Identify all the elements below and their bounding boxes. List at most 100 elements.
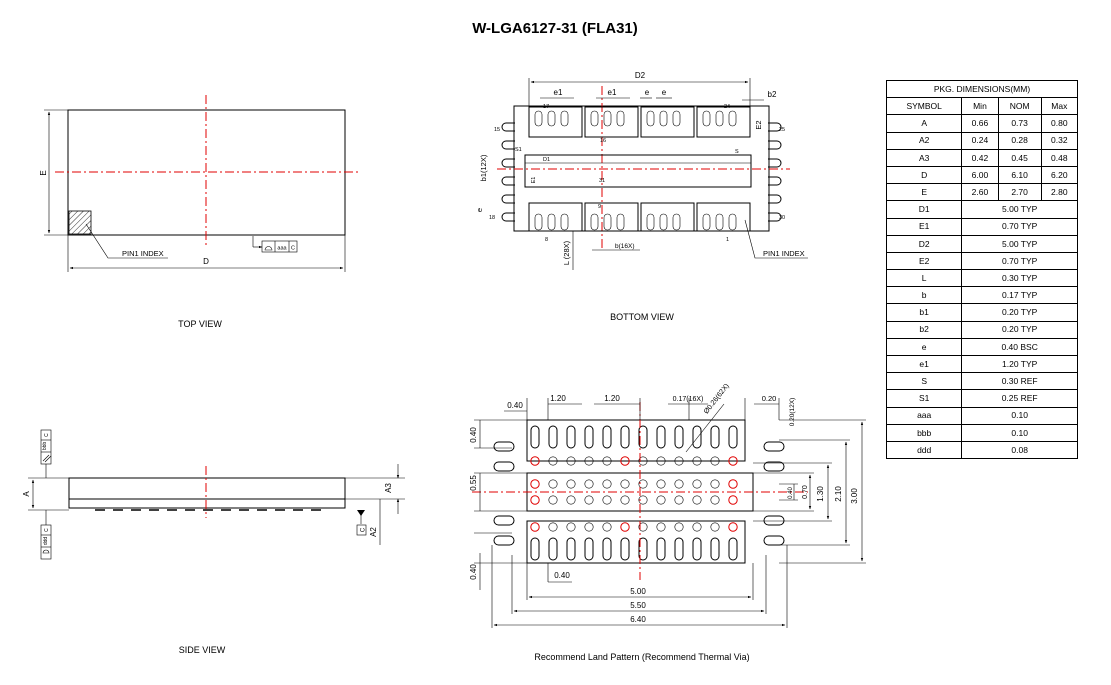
table-cell-symbol: e xyxy=(885,337,963,357)
top-fcf-box xyxy=(261,240,298,253)
svg-text:b2: b2 xyxy=(768,90,777,99)
svg-text:e: e xyxy=(475,208,484,212)
side-land-pad xyxy=(493,461,515,472)
svg-text:0.40: 0.40 xyxy=(788,487,794,499)
land-pad xyxy=(530,425,540,449)
datum-c-box xyxy=(356,524,367,536)
land-pad xyxy=(548,425,558,449)
table-cell-symbol: L xyxy=(885,269,963,288)
table-cell-value: 0.32 xyxy=(1040,131,1079,150)
svg-text:17: 17 xyxy=(543,104,549,110)
dim-e-label: E xyxy=(39,170,48,175)
thermal-via xyxy=(530,522,540,532)
thermal-via xyxy=(566,495,576,505)
table-cell-value: 0.66 xyxy=(961,114,999,133)
svg-text:PIN1 INDEX: PIN1 INDEX xyxy=(763,249,805,258)
table-title: PKG. DIMENSIONS(MM) xyxy=(886,79,1078,99)
svg-text:8: 8 xyxy=(545,237,548,243)
svg-text:0.40: 0.40 xyxy=(469,427,478,443)
svg-text:S: S xyxy=(735,149,739,155)
table-cell-value: 2.70 xyxy=(997,183,1042,202)
side-land-pad xyxy=(493,441,515,452)
svg-text:e1: e1 xyxy=(554,88,563,97)
svg-text:A3: A3 xyxy=(384,483,393,493)
svg-text:D2: D2 xyxy=(635,71,646,80)
land-pad xyxy=(602,537,612,561)
table-cell-symbol: A3 xyxy=(885,148,963,167)
thermal-via xyxy=(584,522,594,532)
table-cell-value: 6.20 xyxy=(1040,165,1079,185)
thermal-via xyxy=(728,479,738,489)
thermal-via xyxy=(620,456,630,466)
svg-text:L (28X): L (28X) xyxy=(562,240,571,265)
table-header-row: SYMBOL Min NOM Max xyxy=(885,97,1079,116)
svg-text:D1: D1 xyxy=(543,157,550,163)
svg-text:0.17(16X): 0.17(16X) xyxy=(673,396,704,403)
thermal-via xyxy=(548,522,558,532)
table-cell-symbol: D2 xyxy=(885,234,963,253)
table-cell-value: 2.80 xyxy=(1040,183,1079,202)
table-cell-value: 0.73 xyxy=(997,114,1042,133)
svg-text:1.30: 1.30 xyxy=(816,486,825,502)
land-pad xyxy=(674,425,684,449)
land-pad xyxy=(620,425,630,449)
table-cell-value: 0.40 BSC xyxy=(961,337,1078,357)
land-pad xyxy=(530,537,540,561)
thermal-via xyxy=(548,495,558,505)
side-land-pad xyxy=(763,515,785,526)
land-pad xyxy=(656,425,666,449)
table-cell-symbol: S1 xyxy=(885,389,963,408)
land-top-outline xyxy=(526,419,746,462)
table-cell-value: 0.30 TYP xyxy=(961,269,1078,288)
svg-text:5.00: 5.00 xyxy=(630,587,646,596)
table-cell-symbol: b2 xyxy=(885,320,963,339)
land-pad xyxy=(548,537,558,561)
thermal-via xyxy=(566,456,576,466)
side-land-pad xyxy=(763,441,785,452)
table-cell-value: 2.60 xyxy=(961,183,999,202)
svg-text:16: 16 xyxy=(600,138,606,144)
thermal-via xyxy=(566,522,576,532)
land-pad xyxy=(566,425,576,449)
thermal-via xyxy=(674,495,684,505)
thermal-via xyxy=(656,456,666,466)
table-cell-symbol: E2 xyxy=(885,251,963,271)
land-pad xyxy=(728,537,738,561)
land-pad xyxy=(710,537,720,561)
thermal-via xyxy=(530,495,540,505)
table-cell-symbol: S xyxy=(885,372,963,391)
side-view-mold-body xyxy=(68,477,346,500)
svg-text:C: C xyxy=(44,528,50,532)
thermal-via xyxy=(584,479,594,489)
svg-text:1.20: 1.20 xyxy=(604,394,620,403)
thermal-via xyxy=(656,522,666,532)
column-header: Max xyxy=(1040,97,1079,116)
table-cell-value: 0.30 REF xyxy=(961,372,1078,391)
thermal-via xyxy=(602,456,612,466)
top-pad-group xyxy=(696,106,751,138)
side-land-pad xyxy=(763,461,785,472)
top-view-label: TOP VIEW xyxy=(178,319,222,329)
svg-text:2.10: 2.10 xyxy=(834,486,843,502)
table-cell-value: 0.10 xyxy=(961,406,1078,425)
side-land-pad xyxy=(493,535,515,546)
thermal-via xyxy=(656,479,666,489)
svg-text:e: e xyxy=(645,88,650,97)
table-cell-value: 0.80 xyxy=(1040,114,1079,133)
svg-text:Ø0.26(62X): Ø0.26(62X) xyxy=(703,383,731,416)
table-cell-value: 6.10 xyxy=(997,165,1042,185)
land-pad xyxy=(728,425,738,449)
table-cell-value: 1.20 TYP xyxy=(961,354,1078,374)
thermal-via xyxy=(692,495,702,505)
